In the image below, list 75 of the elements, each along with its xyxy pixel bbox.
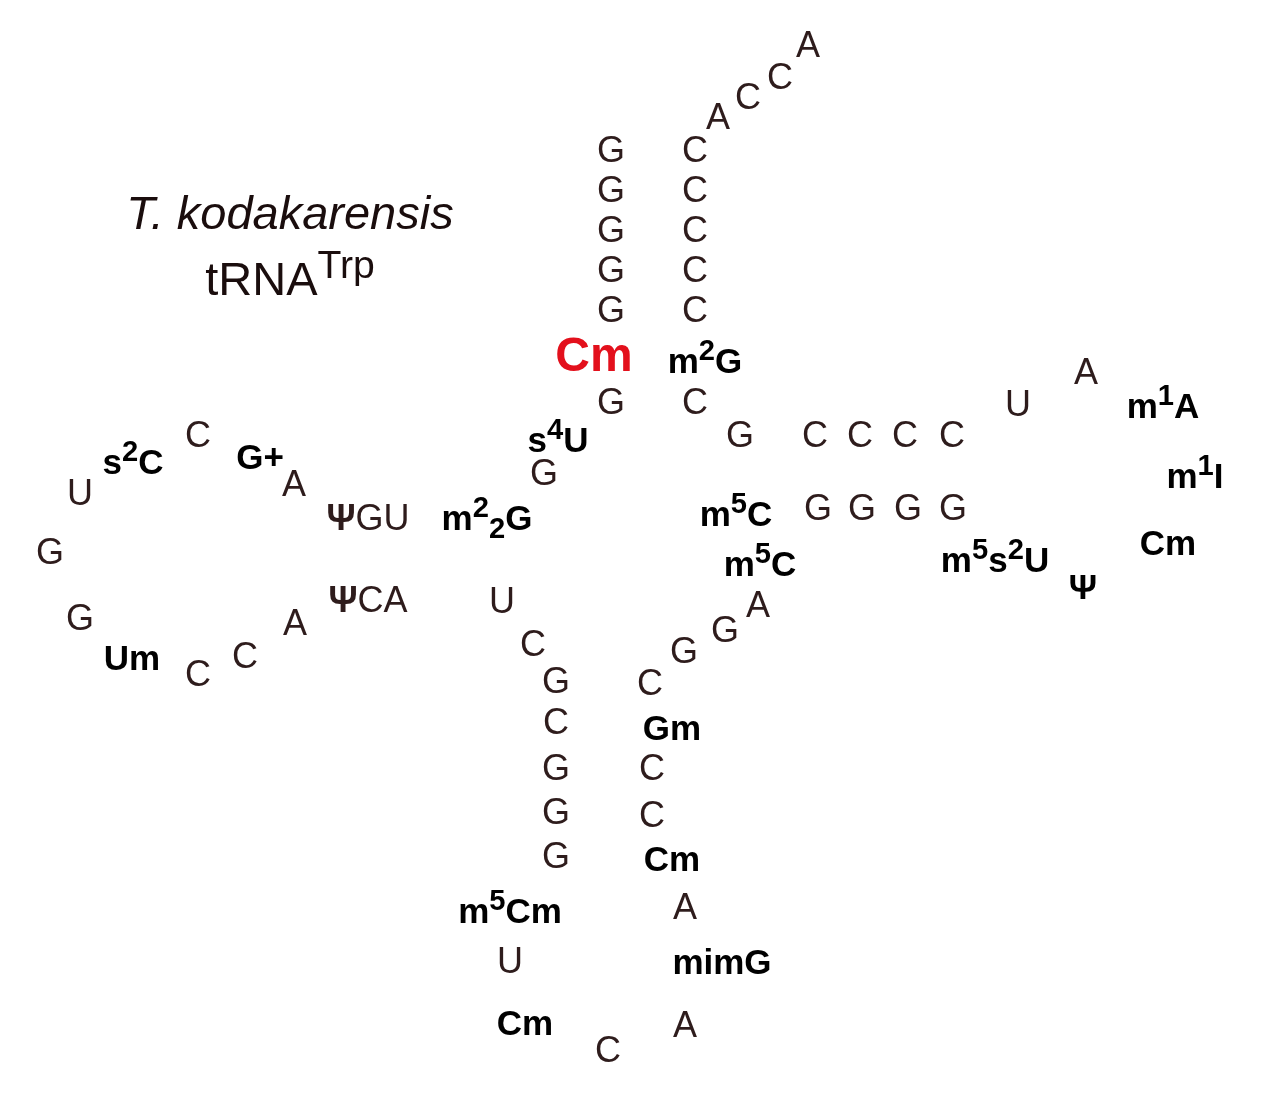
modified-nucleoside-label: G+: [236, 438, 284, 474]
nucleotide-label: G: [542, 750, 570, 786]
nucleotide-label: G: [848, 490, 876, 526]
nucleotide-label: G: [597, 292, 625, 328]
nucleotide-label: G: [804, 490, 832, 526]
nucleotide-label: C: [639, 750, 665, 786]
nucleotide-label: C: [682, 292, 708, 328]
nucleotide-label: C: [939, 417, 965, 453]
nucleotide-label: U: [497, 943, 523, 979]
nucleotide-label: G: [597, 252, 625, 288]
nucleotide-label: A: [282, 466, 306, 502]
nucleotide-label: C: [543, 704, 569, 740]
nucleotide-label: C: [682, 172, 708, 208]
highlighted-modification-label: Cm: [555, 331, 633, 379]
nucleotide-label: U: [67, 475, 93, 511]
nucleotide-label: C: [767, 59, 793, 95]
nucleotide-label: C: [185, 656, 211, 692]
nucleotide-label: G: [597, 172, 625, 208]
modified-nucleoside-label: Gm: [642, 709, 702, 745]
modified-nucleoside-label: m$^{5}$s$^{2}$U: [940, 535, 1050, 577]
nucleotide-label: C: [735, 79, 761, 115]
modified-nucleoside-label: m$^{5}$C: [699, 489, 773, 531]
nucleotide-label: C: [232, 638, 258, 674]
modified-nucleoside-label: m$^{5}$Cm: [458, 886, 562, 928]
nucleotide-label: C: [185, 417, 211, 453]
diagram-title: T. kodakarensis tRNA$^{Trp}$: [125, 185, 455, 308]
nucleotide-label: G: [711, 612, 739, 648]
nucleotide-label: G: [939, 490, 967, 526]
nucleotide-label: G: [894, 490, 922, 526]
nucleotide-label: C: [892, 417, 918, 453]
nucleotide-label: A: [673, 1007, 697, 1043]
modified-nucleoside-label: Cm: [643, 840, 701, 876]
modified-nucleoside-label: m$^{1}$A: [1126, 381, 1200, 423]
nucleotide-label: U: [489, 583, 515, 619]
modified-nucleoside-label: m$^{5}$C: [723, 539, 797, 581]
nucleotide-label: G: [726, 417, 754, 453]
nucleotide-label: C: [595, 1032, 621, 1068]
modified-nucleoside-label: Cm: [496, 1004, 554, 1040]
nucleotide-label: G: [542, 794, 570, 830]
nucleotide-label: A: [746, 587, 770, 623]
nucleotide-label: G: [597, 212, 625, 248]
nucleotide-label: G: [36, 534, 64, 570]
modified-nucleoside-label: m$^{2}$G: [667, 336, 743, 378]
modified-nucleoside-label: Ψ: [1068, 568, 1098, 604]
nucleotide-label: G: [542, 838, 570, 874]
nucleotide-label: ΨGU: [326, 500, 410, 536]
nucleotide-label: C: [802, 417, 828, 453]
nucleotide-label: A: [1074, 354, 1098, 390]
nucleotide-label: ΨCA: [328, 582, 408, 618]
modified-nucleoside-label: s$^{2}$C: [102, 437, 164, 479]
modified-nucleoside-label: mimG: [672, 943, 772, 979]
nucleotide-label: C: [682, 384, 708, 420]
modified-nucleoside-label: m$^{2}$$_{2}$G: [441, 493, 533, 543]
nucleotide-label: C: [520, 626, 546, 662]
nucleotide-label: C: [682, 212, 708, 248]
modified-nucleoside-label: Um: [103, 639, 161, 675]
nucleotide-label: C: [682, 252, 708, 288]
nucleotide-label: G: [597, 132, 625, 168]
nucleotide-label: A: [283, 605, 307, 641]
nucleotide-label: C: [847, 417, 873, 453]
nucleotide-label: G: [66, 600, 94, 636]
modified-nucleoside-label: m$^{1}$I: [1166, 451, 1224, 493]
modified-nucleoside-label: Cm: [1139, 524, 1197, 560]
nucleotide-label: A: [796, 27, 820, 63]
nucleotide-label: G: [542, 663, 570, 699]
nucleotide-label: C: [637, 665, 663, 701]
nucleotide-label: C: [639, 797, 665, 833]
nucleotide-label: G: [530, 455, 558, 491]
nucleotide-label: A: [706, 99, 730, 135]
nucleotide-label: G: [670, 633, 698, 669]
nucleotide-label: C: [682, 132, 708, 168]
nucleotide-label: G: [597, 384, 625, 420]
modified-nucleoside-label: s$^{4}$U: [527, 415, 589, 457]
nucleotide-label: A: [673, 889, 697, 925]
nucleotide-label: U: [1005, 386, 1031, 422]
